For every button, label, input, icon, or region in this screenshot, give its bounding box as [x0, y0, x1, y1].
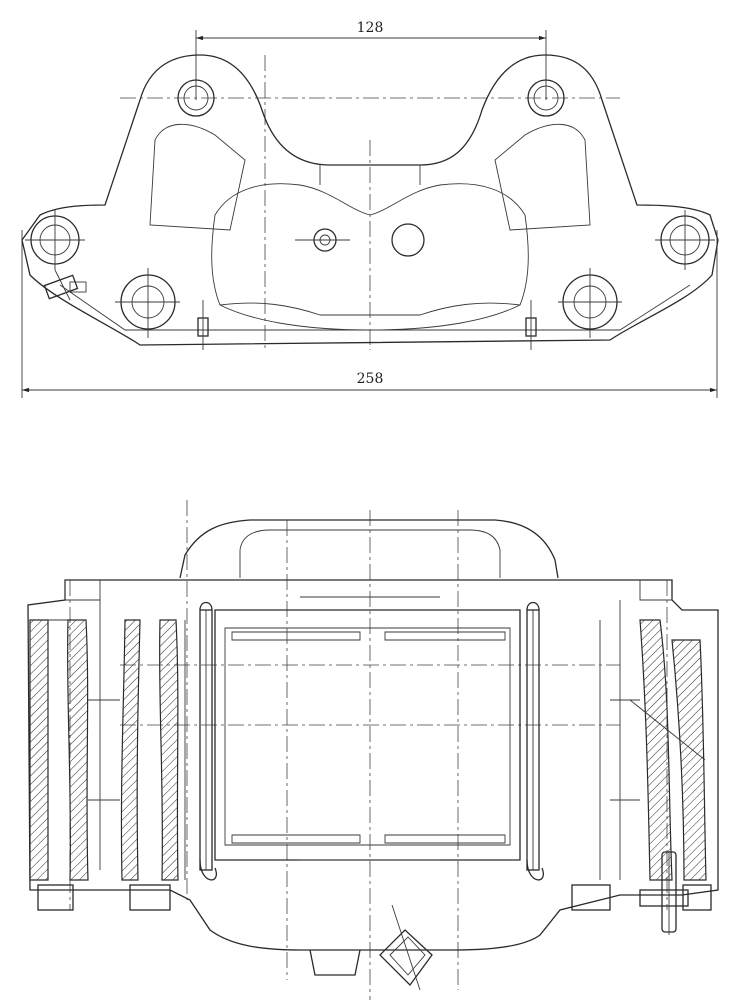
bolt-hole-left-top: [177, 79, 215, 117]
guide-pin-left: [199, 601, 217, 881]
dimension-bolt-spacing: 128: [195, 20, 547, 100]
pin-right: [525, 300, 537, 350]
pad-wear-sensor: [639, 851, 689, 935]
boss-right-inner: [558, 268, 622, 338]
bleed-fitting-bottom: [309, 904, 433, 991]
piston-left-inner: [120, 619, 179, 911]
pin-left: [197, 300, 209, 350]
bottom-view: [27, 500, 719, 1000]
caliper-side-outline: [27, 579, 719, 951]
dimension-overall-width: 258: [21, 230, 718, 398]
fluid-port: [391, 223, 425, 257]
dimension-label-overall-width: 258: [357, 371, 384, 387]
bleed-screw: [295, 228, 350, 252]
wear-sensor-connector: [43, 269, 87, 301]
boss-left-outer: [25, 210, 85, 270]
piston-left-outer: [29, 619, 89, 911]
top-view: 128 258: [21, 20, 719, 398]
guide-pin-right: [526, 601, 544, 881]
boss-right-outer: [655, 210, 715, 270]
pad-window: [214, 609, 521, 861]
caliper-bridge: [179, 519, 559, 579]
boss-left-inner: [115, 268, 180, 338]
piston-right: [571, 619, 712, 911]
bolt-hole-right-top: [527, 79, 565, 117]
caliper-top-outline: [21, 54, 719, 346]
dimension-label-bolt-spacing: 128: [357, 20, 384, 36]
